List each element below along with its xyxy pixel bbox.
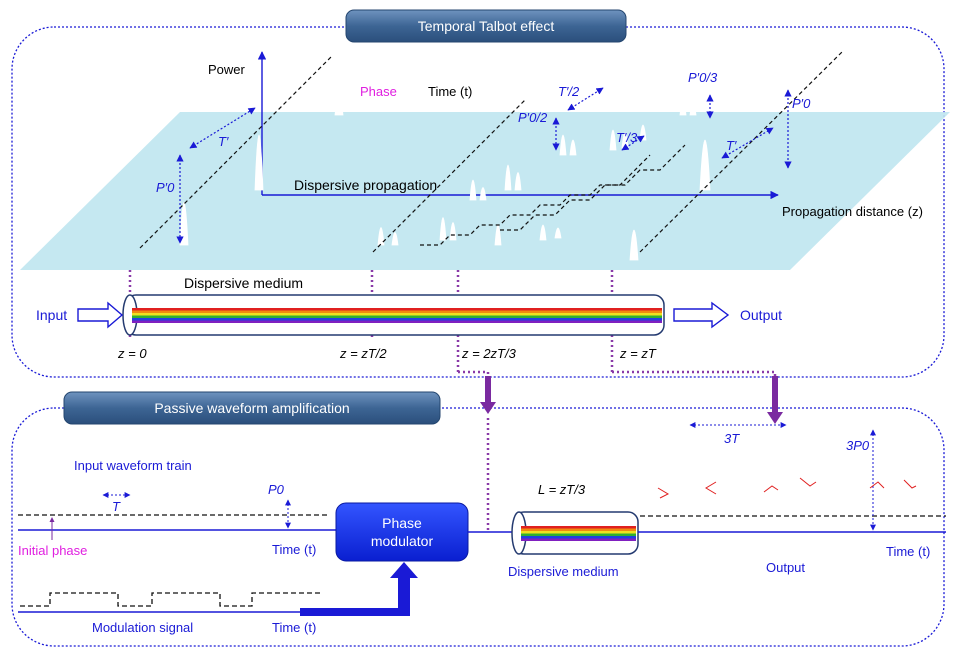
modulation-signal-label: Modulation signal: [92, 620, 193, 635]
position-2zt-third: z = 2zT/3: [461, 346, 517, 361]
half-period-label: T′/2: [558, 84, 580, 99]
position-zt: z = zT: [619, 346, 657, 361]
dispersive-propagation-label: Dispersive propagation: [294, 177, 437, 193]
bottom-fiber: [511, 511, 639, 555]
power-full-right-label: P′0: [792, 96, 811, 111]
period-label: T′: [218, 134, 229, 149]
time-phase-plane: [20, 112, 950, 270]
position-z0: z = 0: [117, 346, 147, 361]
output-label: Output: [740, 307, 782, 323]
modulator-label-line1: Phase: [382, 515, 422, 531]
length-label: L = zT/3: [538, 482, 586, 497]
power-half-label: P′0/2: [518, 110, 548, 125]
talbot-header: Temporal Talbot effect: [345, 9, 627, 43]
power-label: Power: [208, 62, 246, 77]
power-full-label: P′0: [156, 180, 175, 195]
initial-phase-label: Initial phase: [18, 543, 87, 558]
input-train-label: Input waveform train: [74, 458, 192, 473]
power-markers: [176, 87, 792, 244]
output-power-label: 3P0: [846, 438, 870, 453]
modulation-feed-arrow: [300, 562, 418, 616]
input-time-label: Time (t): [272, 542, 316, 557]
talbot-header-text: Temporal Talbot effect: [418, 18, 555, 34]
output-arrow: [673, 301, 730, 329]
output-time-label: Time (t): [886, 544, 930, 559]
bottom-medium-label: Dispersive medium: [508, 564, 619, 579]
connector-arrows: [480, 376, 783, 530]
input-power-label: P0: [268, 482, 285, 497]
bottom-output-label: Output: [766, 560, 805, 575]
top-medium-label: Dispersive medium: [184, 275, 303, 291]
input-period-label: T: [112, 499, 121, 514]
input-label: Input: [36, 307, 67, 323]
amplification-header: Passive waveform amplification: [63, 391, 441, 425]
modulator-label-line2: modulator: [371, 533, 434, 549]
modulation-signal-wave: [20, 592, 320, 607]
top-fiber: [122, 294, 665, 336]
period-right-label: T′: [726, 138, 737, 153]
third-period-label: T′/3: [616, 130, 638, 145]
amplification-header-text: Passive waveform amplification: [154, 400, 349, 416]
power-third-label: P′0/3: [688, 70, 718, 85]
phase-modulator: Phase modulator: [335, 502, 469, 562]
phase-label: Phase: [360, 84, 397, 99]
propagation-distance-label: Propagation distance (z): [782, 204, 923, 219]
output-period-label: 3T: [724, 431, 740, 446]
input-arrow: [77, 301, 124, 329]
modulation-time-label: Time (t): [272, 620, 316, 635]
amplification-panel-border: [11, 407, 945, 647]
output-phase-glyphs: [657, 477, 917, 499]
time-label: Time (t): [428, 84, 472, 99]
position-zt-half: z = zT/2: [339, 346, 387, 361]
